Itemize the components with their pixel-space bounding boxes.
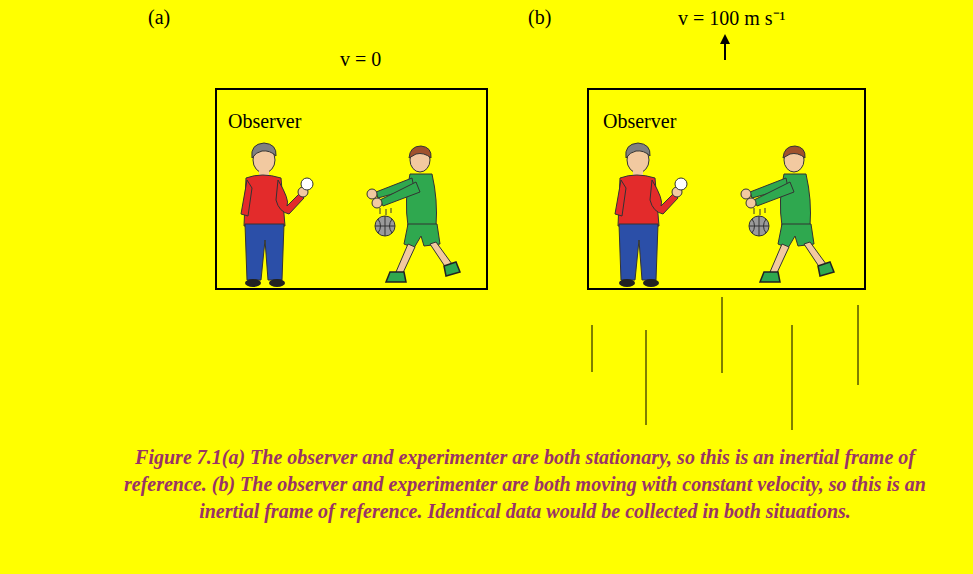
experimenter-figure <box>409 146 431 158</box>
panel-letter: (b) <box>528 6 551 29</box>
experimenter-figure <box>396 244 415 275</box>
frame-box: Observer <box>215 88 488 290</box>
experimenter-figure <box>386 272 406 282</box>
velocity-arrow <box>724 42 726 60</box>
people-scene <box>241 143 460 287</box>
figure-caption: Figure 7.1(a) The observer and experimen… <box>95 444 955 525</box>
experimenter-figure <box>367 189 377 199</box>
experimenter-figure <box>380 208 391 215</box>
observer-figure <box>252 143 276 158</box>
observer-label: Observer <box>603 110 850 133</box>
experimenter-figure <box>375 216 395 236</box>
experimenter-figure <box>367 146 460 282</box>
experimenter-figure <box>380 182 420 206</box>
observer-figure <box>245 279 261 287</box>
motion-lines <box>592 297 858 430</box>
motion-lines <box>858 305 859 385</box>
observer-label: Observer <box>228 110 475 133</box>
velocity-label: v = 100 m s⁻¹ <box>678 4 786 31</box>
experimenter-figure <box>372 198 382 208</box>
experimenter-figure <box>375 216 395 236</box>
motion-lines <box>646 330 647 425</box>
observer-figure <box>269 279 285 287</box>
motion-lines <box>592 325 593 372</box>
observer-figure <box>276 180 304 214</box>
observer-figure <box>241 180 252 216</box>
panel-letter: (a) <box>148 6 170 29</box>
frame-box: Observer <box>587 88 866 290</box>
motion-lines <box>722 297 723 373</box>
velocity-arrow <box>720 34 730 44</box>
motion-lines <box>792 325 793 430</box>
observer-figure <box>301 178 313 190</box>
velocity-label: v = 0 <box>340 48 381 71</box>
observer-figure <box>245 224 284 280</box>
observer-figure <box>241 143 313 287</box>
velocity-arrow <box>720 34 730 60</box>
experimenter-figure <box>444 262 460 276</box>
people-scene-copy <box>615 143 834 287</box>
